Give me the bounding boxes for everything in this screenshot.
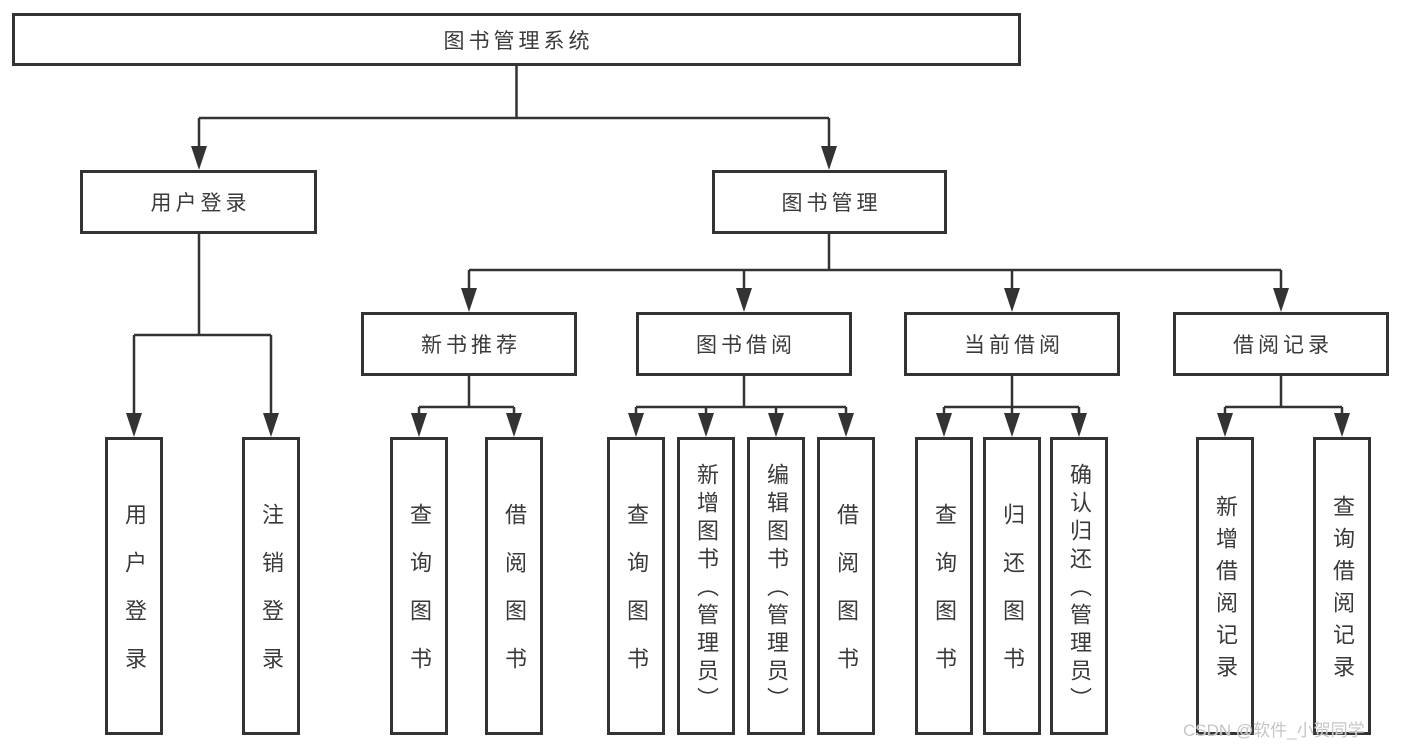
arrowhead (821, 146, 837, 170)
arrowhead (1334, 413, 1350, 437)
arrowhead (1071, 413, 1087, 437)
node-label: 归还图书 (1000, 503, 1025, 695)
node-user-login-branch: 用户登录 (80, 170, 317, 234)
node-borrowing-records: 借阅记录 (1173, 312, 1389, 376)
leaf-user-login: 用户登录 (105, 437, 163, 735)
leaf-return-books: 归还图书 (983, 437, 1041, 735)
leaf-query-books-recommend: 查询图书 (390, 437, 448, 735)
node-label: 新增借阅记录 (1213, 495, 1238, 687)
leaf-query-books-borrowing: 查询图书 (607, 437, 665, 735)
node-label: 图书借阅 (696, 334, 796, 357)
leaf-borrow-books: 借阅图书 (817, 437, 875, 735)
node-book-borrowing: 图书借阅 (636, 312, 852, 376)
csdn-watermark: CSDN @软件_小贺同学 (1183, 721, 1365, 740)
edge-book-borrow-to-leaves (634, 376, 848, 419)
arrowhead (698, 413, 714, 437)
arrowhead (838, 413, 854, 437)
leaf-add-books-admin: 新增图书（管理员） (677, 437, 735, 735)
node-label: 用户登录 (122, 503, 147, 695)
node-label: 新书推荐 (421, 334, 521, 357)
node-label: 借阅图书 (502, 503, 527, 695)
node-current-borrowing: 当前借阅 (904, 312, 1120, 376)
node-label: 查询借阅记录 (1330, 495, 1355, 687)
node-label: 借阅记录 (1233, 334, 1333, 357)
edge-book-mgmt-to-level3 (467, 234, 1283, 294)
arrowhead (191, 146, 207, 170)
leaf-confirm-return-admin: 确认归还（管理员） (1050, 437, 1108, 735)
arrowhead (506, 413, 522, 437)
node-label: 编辑图书（管理员） (764, 463, 789, 715)
arrowhead (768, 413, 784, 437)
node-label: 图书管理 (781, 192, 882, 215)
arrowhead (1273, 288, 1289, 312)
node-label: 查询图书 (624, 503, 649, 695)
node-book-management-branch: 图书管理 (712, 170, 947, 234)
leaf-edit-books-admin: 编辑图书（管理员） (747, 437, 805, 735)
leaf-borrow-books-recommend: 借阅图书 (485, 437, 543, 735)
leaf-logout: 注销登录 (242, 437, 300, 735)
node-label: 用户登录 (150, 192, 251, 215)
node-label: 新增图书（管理员） (694, 463, 719, 715)
node-library-management-system: 图书管理系统 (12, 13, 1021, 66)
node-new-book-recommend: 新书推荐 (361, 312, 577, 376)
arrowhead (1004, 413, 1020, 437)
arrowhead (1217, 413, 1233, 437)
node-label: 当前借阅 (964, 334, 1064, 357)
arrowhead-group (126, 146, 1350, 437)
edge-user-login-to-leaves (132, 234, 273, 419)
node-label: 查询图书 (932, 503, 957, 695)
node-label: 注销登录 (259, 503, 284, 695)
arrowhead (411, 413, 427, 437)
edge-root-to-level2 (197, 66, 831, 150)
arrowhead (1004, 288, 1020, 312)
node-label: 确认归还（管理员） (1067, 463, 1092, 715)
arrowhead (263, 413, 279, 437)
arrowhead (936, 413, 952, 437)
node-label: 借阅图书 (834, 503, 859, 695)
node-label: 查询图书 (407, 503, 432, 695)
arrowhead (736, 288, 752, 312)
arrowhead (628, 413, 644, 437)
node-label: 图书管理系统 (443, 29, 594, 53)
leaf-add-borrow-record: 新增借阅记录 (1196, 437, 1254, 735)
arrowhead (126, 413, 142, 437)
leaf-query-borrow-record: 查询借阅记录 (1313, 437, 1371, 735)
edge-new-book-to-leaves (417, 376, 516, 419)
arrowhead (461, 288, 477, 312)
leaf-query-books-current: 查询图书 (915, 437, 973, 735)
edge-current-borrow-to-leaves (942, 376, 1081, 419)
edge-group (132, 66, 1344, 419)
edge-borrow-record-to-leaves (1223, 376, 1344, 419)
